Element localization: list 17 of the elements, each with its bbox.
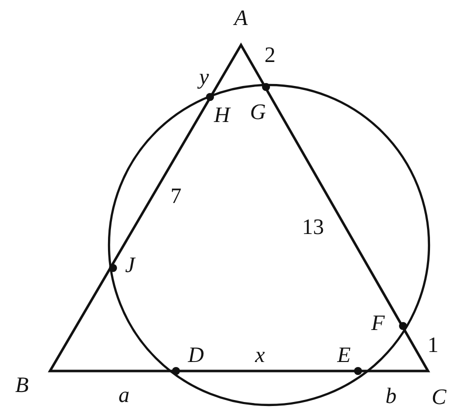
point-label: x [255,344,265,366]
point-label: F [371,312,385,334]
point-label: B [15,374,29,396]
length-label: 13 [302,216,324,238]
point-label: a [118,384,130,406]
point-label: D [188,344,204,366]
point-label: y [199,66,209,88]
length-label: 1 [428,334,438,356]
point-label: b [386,385,396,407]
point-label: J [125,254,135,276]
point-label: C [432,386,446,408]
point-label: H [214,104,230,126]
point-label: G [250,101,266,123]
length-label: 7 [170,185,182,207]
length-label: 2 [264,44,276,66]
point-label: E [337,344,351,366]
point-label: A [234,7,248,29]
